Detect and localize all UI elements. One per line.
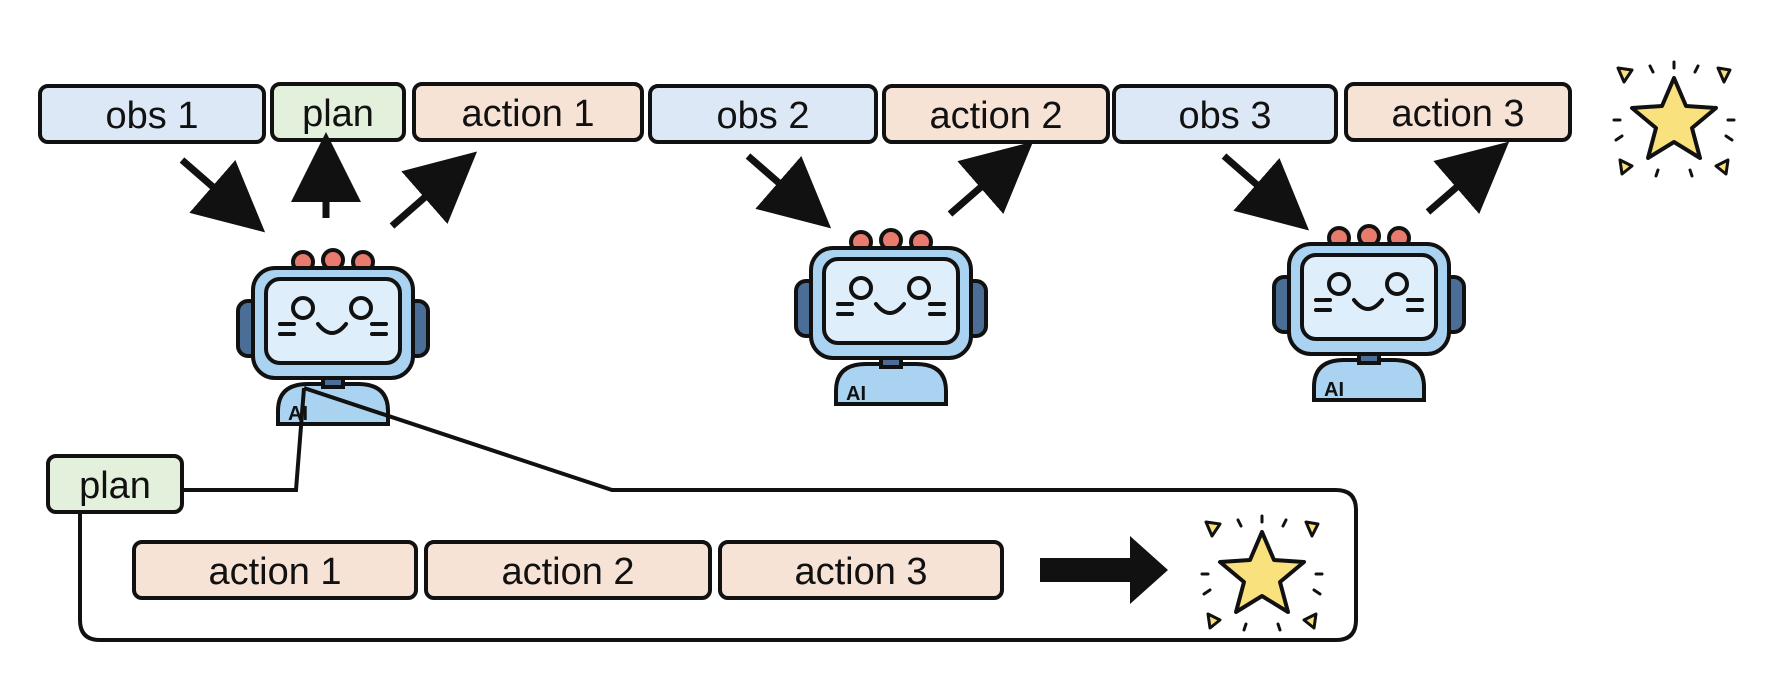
arrow-obs1-to-robot1 [179,157,266,233]
arrow-robot3-to-action3 [1425,141,1510,215]
arrow-robot2-to-action2 [947,141,1034,217]
arrow-obs2-to-robot2 [745,153,832,229]
action-3-top-label: action 3 [1391,93,1524,135]
action-1-box-top: action 1 [412,82,644,142]
action-2-box-top: action 2 [882,84,1110,144]
robot-3-badge: AI [1324,379,1344,401]
arrow-obs3-to-robot3 [1221,153,1310,231]
plan-connector [78,386,1358,642]
robot-icon: AI [1272,224,1466,402]
obs-3-box: obs 3 [1112,84,1338,144]
plan-box-top: plan [270,82,406,142]
plan-top-label: plan [302,93,374,135]
robot-icon: AI [794,228,988,406]
action-2-box-bottom: action 2 [424,540,712,600]
obs-2-box: obs 2 [648,84,878,144]
action-2-bottom-label: action 2 [501,551,634,593]
arrow-right-icon [1040,536,1168,604]
star-icon [1200,514,1324,632]
action-3-bottom-label: action 3 [794,551,927,593]
robot-1-badge: AI [288,403,308,425]
action-1-bottom-label: action 1 [208,551,341,593]
plan-box-bottom: plan [46,454,184,514]
top-arrows [179,132,1510,233]
obs-1-label: obs 1 [106,95,199,137]
action-2-top-label: action 2 [929,95,1062,137]
obs-1-box: obs 1 [38,84,266,144]
obs-2-label: obs 2 [717,95,810,137]
action-3-box-top: action 3 [1344,82,1572,142]
obs-3-label: obs 3 [1179,95,1272,137]
action-3-box-bottom: action 3 [718,540,1004,600]
top-sequence: obs 1 plan action 1 obs 2 action 2 obs 3… [38,82,1572,144]
bottom-action-sequence: action 1 action 2 action 3 [132,540,1004,600]
robot-2-badge: AI [846,383,866,405]
star-icon [1612,60,1736,178]
action-1-top-label: action 1 [461,93,594,135]
arrow-robot1-to-action1 [389,151,478,229]
action-1-box-bottom: action 1 [132,540,418,600]
plan-bottom-label: plan [79,465,151,507]
